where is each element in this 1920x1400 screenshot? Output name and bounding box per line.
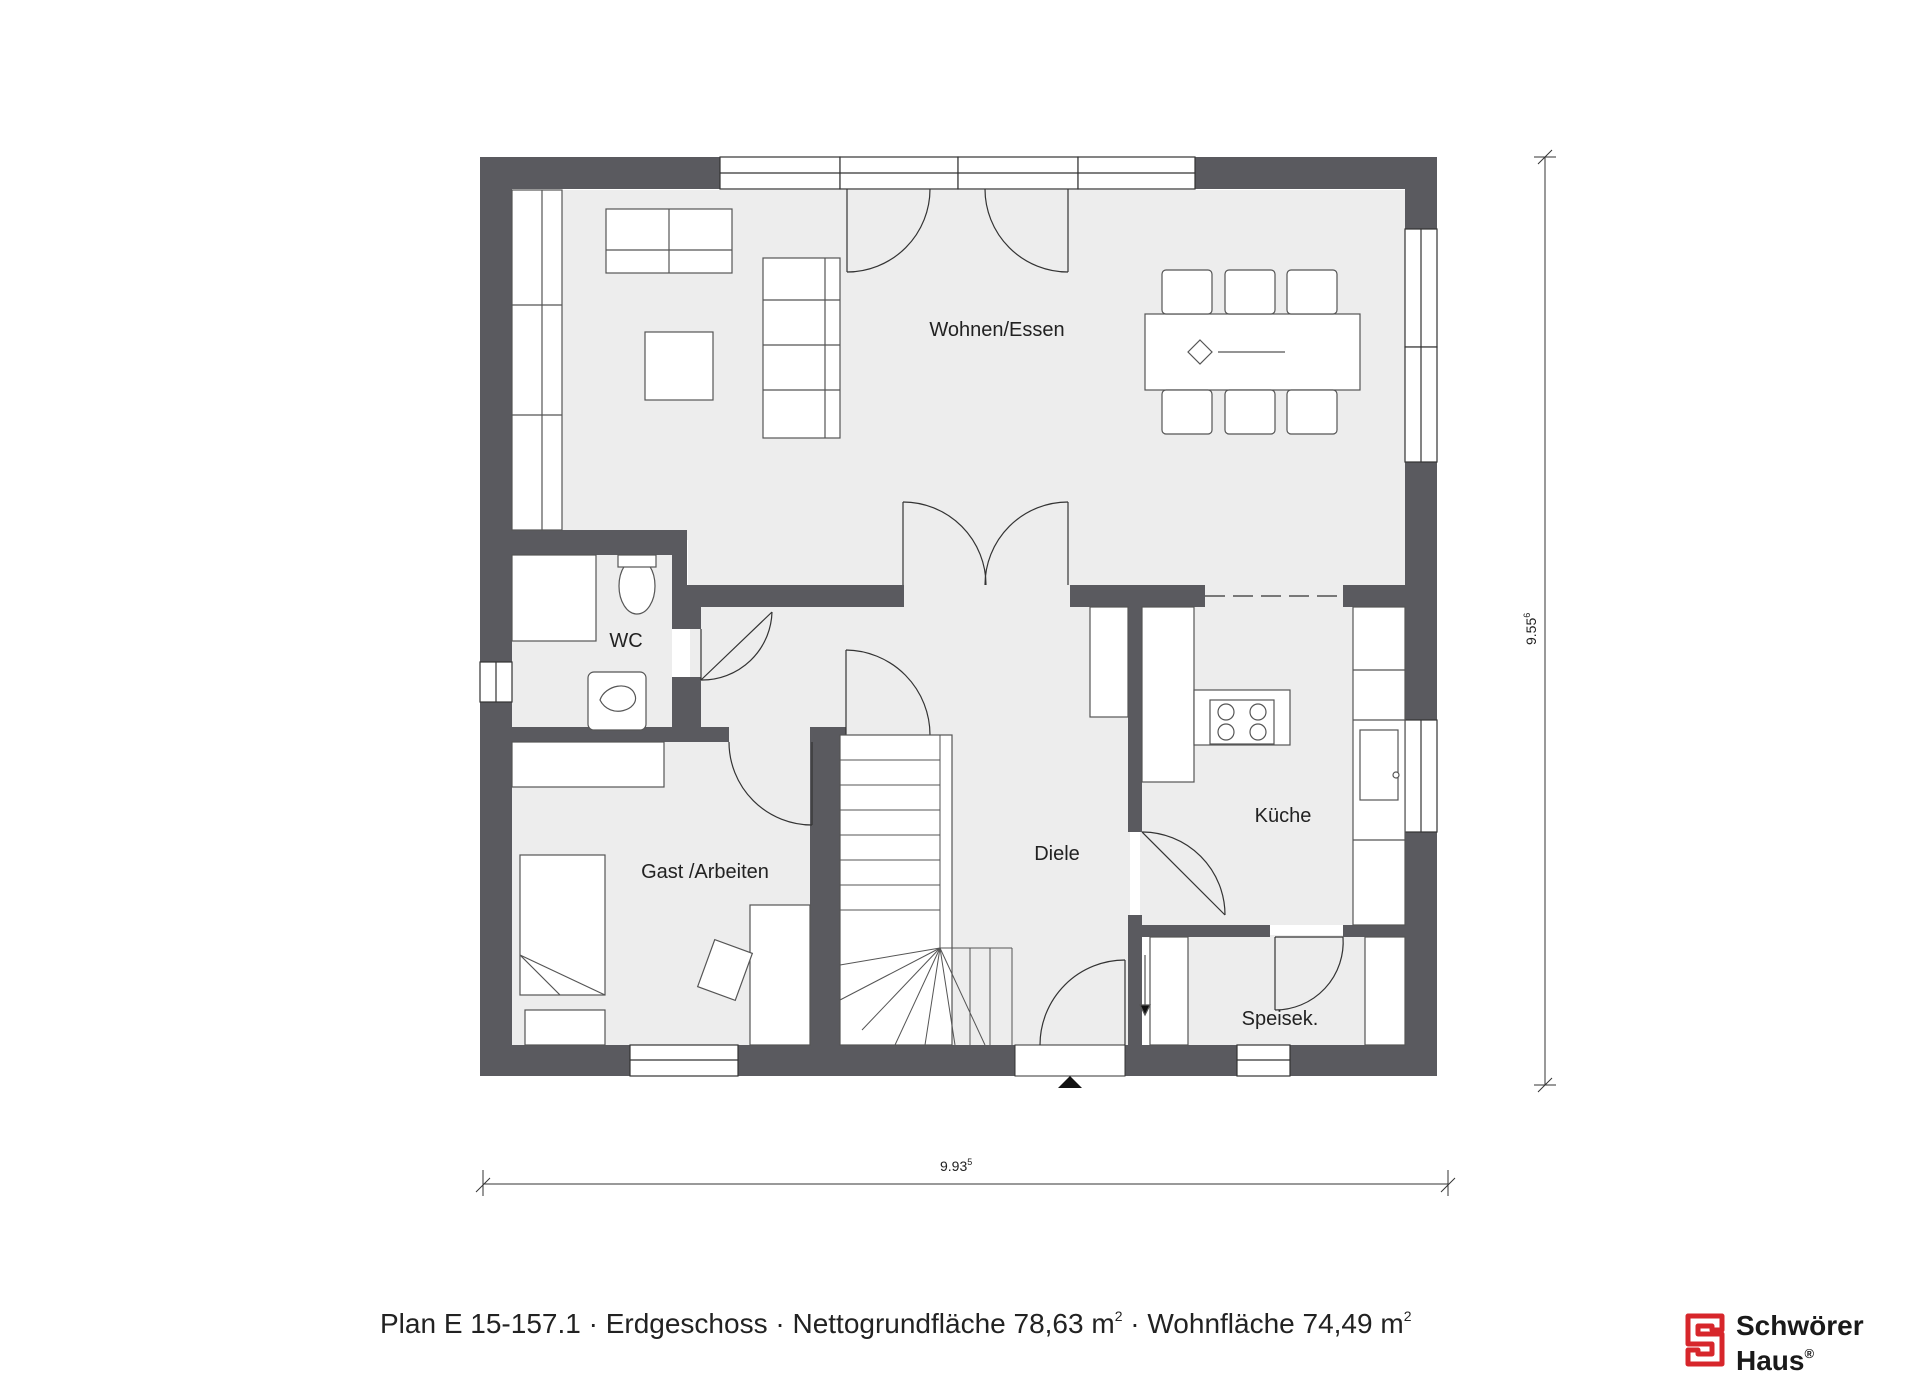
sofa (762, 257, 841, 439)
room-wc-label: WC (609, 630, 642, 652)
brand-reg: ® (1804, 1346, 1815, 1361)
brand-s-icon (1685, 1313, 1725, 1367)
plan-caption: Plan E 15-157.1 · Erdgeschoss · Nettogru… (380, 1308, 1412, 1339)
height-dimension-label: 9.556 (1522, 613, 1539, 645)
kitchen-counter-left (1141, 606, 1195, 783)
shelf (511, 741, 665, 788)
desk (749, 904, 811, 1046)
room-labels: Wohnen/Essen WC Gast /Arbeiten Diele Küc… (609, 319, 1318, 1030)
staircase (839, 734, 953, 1046)
entrance (1014, 1044, 1126, 1088)
room-wohnen-label: Wohnen/Essen (929, 319, 1064, 341)
sink (1359, 729, 1399, 801)
wohn-area: Wohnfläche 74,49 m (1147, 1308, 1404, 1339)
coffee-table (644, 331, 714, 401)
floor-name: Erdgeschoss (605, 1308, 768, 1339)
furniture (511, 189, 1406, 1046)
windows (479, 156, 1438, 1077)
walls (480, 157, 1437, 1076)
entrance-arrow-icon (1058, 1076, 1082, 1088)
vase-icon (1187, 339, 1213, 365)
doors (700, 188, 1344, 1046)
width-dimension-label: 9.935 (940, 1157, 972, 1174)
netto-area: Nettogrundfläche 78,63 m (792, 1308, 1115, 1339)
brand-line2: Haus (1736, 1345, 1805, 1376)
room-gast-label: Gast /Arbeiten (641, 861, 769, 883)
brand-line1: Schwörer (1736, 1310, 1864, 1341)
room-speise-label: Speisek. (1242, 1008, 1319, 1030)
dimension-lines (475, 149, 1556, 1196)
room-diele-label: Diele (1034, 843, 1080, 865)
plan-number: Plan E 15-157.1 (380, 1308, 581, 1339)
brand-logo: Schwörer Haus® (1682, 1310, 1902, 1375)
shower (511, 554, 597, 642)
bed (519, 854, 606, 996)
chair (696, 938, 754, 1002)
room-kueche-label: Küche (1255, 805, 1312, 827)
